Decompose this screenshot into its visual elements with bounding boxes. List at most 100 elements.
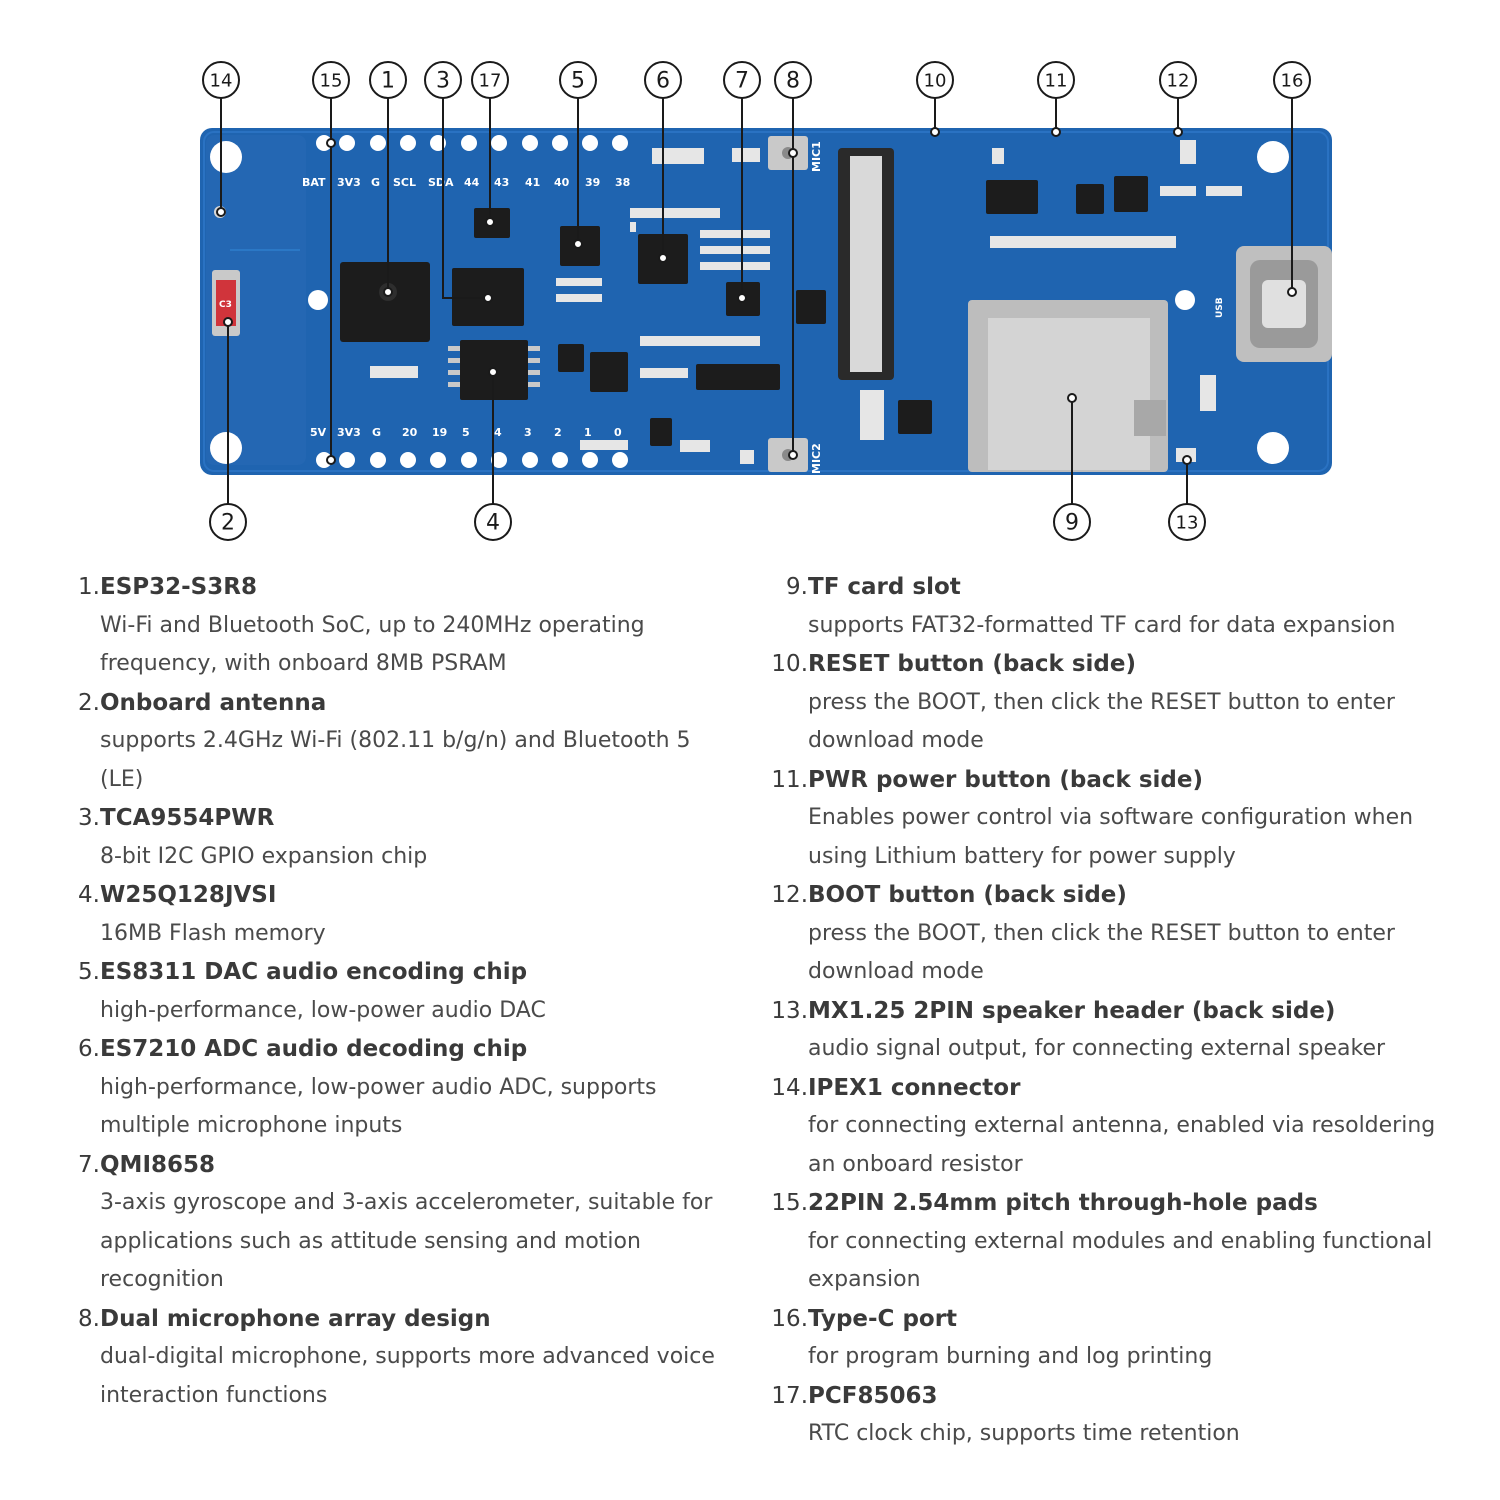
feature-body: Type-C port for program burning and log p…: [808, 1300, 1460, 1377]
callout-number: 5: [571, 69, 585, 94]
silk-label: G: [371, 176, 380, 189]
feature-title: Type-C port: [808, 1305, 958, 1332]
silk-label: 2: [554, 426, 562, 439]
callout-5: 5: [559, 61, 597, 99]
callout-4: 4: [474, 503, 512, 541]
silk-label: G: [372, 426, 381, 439]
callout-11: 11: [1037, 61, 1075, 99]
silk-label: SCL: [393, 176, 416, 189]
feature-title: Onboard antenna: [100, 689, 327, 716]
feature-title: W25Q128JVSI: [100, 882, 277, 908]
feature-number: 1.: [78, 574, 100, 600]
feature-number: 12.: [771, 882, 808, 908]
feature-title: TF card slot: [808, 574, 961, 600]
mic1-label: MIC1: [810, 141, 823, 172]
feature-number: 6.: [78, 1036, 100, 1062]
mount-hole: [210, 432, 242, 464]
callout-number: 16: [1281, 71, 1304, 92]
misc-chip: [1114, 176, 1148, 212]
silk-label: 43: [494, 176, 509, 189]
top-pin-header: [316, 135, 628, 151]
feature-description: high-performance, low-power audio ADC, s…: [100, 1074, 657, 1139]
feature-item: 13.MX1.25 2PIN speaker header (back side…: [760, 992, 1460, 1069]
callout-number: 17: [479, 71, 502, 92]
mount-hole: [1257, 432, 1289, 464]
callout-number: 15: [320, 71, 343, 92]
feature-item: 10.RESET button (back side)press the BOO…: [760, 645, 1460, 761]
callout-number: 11: [1045, 71, 1068, 92]
feature-title: PCF85063: [808, 1382, 938, 1409]
callout-10: 10: [916, 61, 954, 99]
antenna-chip: C3: [212, 270, 240, 336]
feature-title: BOOT button (back side): [808, 882, 1127, 908]
antenna-area: [206, 135, 306, 465]
feature-title: 22PIN 2.54mm pitch through-hole pads: [808, 1190, 1318, 1216]
mount-hole: [1257, 141, 1289, 173]
silk-label: 39: [585, 176, 600, 189]
callout-9: 9: [1053, 503, 1091, 541]
bottom-pin-header: [316, 452, 628, 468]
callout-number: 4: [486, 511, 500, 536]
feature-description: for program burning and log printing: [808, 1344, 1213, 1369]
silk-label: 5V: [310, 426, 327, 439]
callout-7: 7: [723, 61, 761, 99]
silk-label: 44: [464, 176, 480, 189]
callout-13: 13: [1168, 503, 1206, 541]
feature-number: 5.: [78, 959, 100, 985]
feature-title: ESP32-S3R8: [100, 574, 257, 600]
callout-1: 1: [369, 61, 407, 99]
callout-17: 17: [471, 61, 509, 99]
feature-description: high-performance, low-power audio DAC: [100, 997, 546, 1023]
silk-label: 20: [402, 426, 418, 439]
silk-label: 41: [525, 176, 540, 189]
feature-description: supports 2.4GHz Wi-Fi (802.11 b/g/n) and…: [100, 728, 691, 792]
feature-number: 2.: [78, 689, 100, 716]
callout-6: 6: [644, 61, 682, 99]
feature-body: MX1.25 2PIN speaker header (back side)au…: [808, 992, 1460, 1069]
callout-number: 3: [436, 69, 450, 94]
passive-components: [370, 140, 1242, 464]
silk-label: 1: [584, 426, 592, 439]
feature-body: PWR power button (back side)Enables powe…: [808, 761, 1460, 877]
silk-label: 4: [494, 426, 502, 439]
callout-number: 2: [221, 511, 235, 536]
callout-number: 10: [924, 71, 947, 92]
feature-body: BOOT button (back side)press the BOOT, t…: [808, 876, 1460, 992]
jumper-header: [696, 364, 780, 390]
silk-label: 3V3: [337, 426, 361, 439]
misc-chip: [590, 352, 628, 392]
feature-description: 8-bit I2C GPIO expansion chip: [100, 843, 428, 869]
fpc-connector: [838, 148, 894, 380]
feature-body: ES7210 ADC audio decoding chip high-perfo…: [100, 1030, 726, 1146]
misc-chip: [986, 180, 1038, 214]
feature-description: press the BOOT, then click the RESET but…: [808, 689, 1395, 754]
feature-description: audio signal output, for connecting exte…: [808, 1036, 1386, 1061]
callout-number: 1: [381, 69, 395, 94]
silk-label: 5: [462, 426, 470, 439]
silk-label: 38: [615, 176, 630, 189]
feature-title: TCA9554PWR: [100, 805, 275, 831]
feature-description: for connecting external antenna, enabled…: [808, 1113, 1436, 1177]
feature-title: ES7210 ADC audio decoding chip: [100, 1036, 528, 1062]
feature-body: RESET button (back side)press the BOOT, …: [808, 645, 1460, 761]
feature-number: 10.: [771, 651, 808, 677]
callout-8: 8: [774, 61, 812, 99]
feature-item: 11.PWR power button (back side)Enables p…: [760, 761, 1460, 877]
feature-title: QMI8658: [100, 1151, 216, 1178]
callout-12: 12: [1159, 61, 1197, 99]
silk-label: 3V3: [337, 176, 361, 189]
